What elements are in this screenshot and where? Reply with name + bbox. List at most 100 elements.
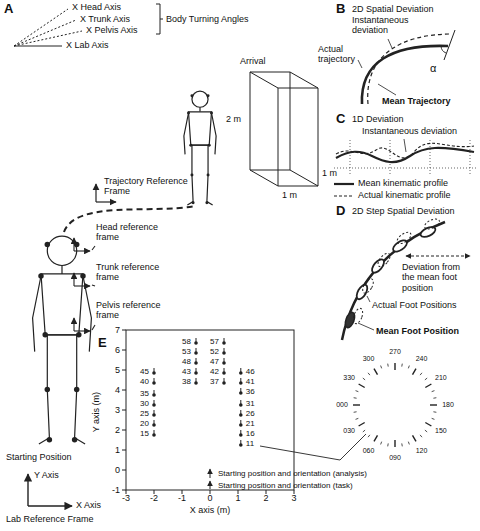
heading-label: 150	[435, 427, 447, 435]
heading-tick	[354, 411, 357, 413]
target-number: 57	[210, 337, 219, 346]
frame-label: Lab Reference Frame	[6, 514, 94, 524]
heading-label: 060	[363, 447, 375, 455]
tick-label: -3	[122, 493, 130, 503]
target-number: 15	[140, 429, 149, 438]
bracket-label: Body Turning Angles	[166, 14, 249, 24]
axis-title: X axis (m)	[190, 505, 231, 515]
heading-label: 120	[416, 447, 428, 455]
bracket	[156, 4, 163, 34]
callout-label: Actual Foot Positions	[372, 300, 457, 310]
callout-label: Deviation from the mean foot position	[402, 262, 474, 293]
target-number: 25	[140, 409, 149, 418]
heading-tick	[374, 435, 378, 441]
axis-title: Y axis (m)	[91, 392, 101, 432]
panel-title: 2D Spatial Deviation	[352, 4, 434, 14]
tick-label: -2	[150, 493, 158, 503]
target-orientation	[154, 420, 155, 425]
target-orientation	[224, 338, 225, 343]
target-orientation	[224, 378, 225, 383]
heading-tick	[356, 391, 359, 392]
target-number: 16	[246, 429, 255, 438]
tick-label: -1	[178, 493, 186, 503]
heading-tick	[413, 435, 417, 441]
heading-tick	[420, 373, 422, 375]
target-number: 42	[210, 367, 219, 376]
target-orientation	[154, 400, 155, 405]
marker-label: Starting position and orientation (analy…	[218, 469, 367, 478]
target-number: 53	[182, 347, 191, 356]
heading-tick	[356, 418, 359, 419]
frame-label: Trunk reference frame	[96, 262, 162, 283]
tick-label: -1	[112, 485, 120, 495]
axis-label: X Lab Axis	[66, 40, 109, 50]
walker-arrival	[184, 91, 216, 205]
dimension: 1 m	[322, 168, 337, 178]
tick-label: 2	[263, 493, 268, 503]
marker-label: Starting position and orientation (task)	[218, 481, 353, 490]
heading-label: 180	[442, 401, 454, 409]
position-label: Starting Position	[6, 452, 72, 462]
target-orientation	[196, 378, 197, 383]
heading-label: 090	[389, 454, 401, 462]
dimension: 2 m	[226, 114, 241, 124]
axis-label: X Pelvis Axis	[86, 25, 138, 35]
target-number: 38	[182, 377, 191, 386]
target-label: Arrival	[240, 56, 266, 66]
angle-symbol: α	[430, 62, 436, 75]
heading-tick	[394, 363, 395, 370]
heading-tick	[425, 423, 431, 427]
heading-tick	[425, 430, 427, 432]
target-number: 48	[182, 357, 191, 366]
target-number: 47	[210, 357, 219, 366]
callout-label: Instantaneous deviation	[352, 15, 418, 36]
heading-tick	[432, 391, 435, 392]
panel-letter: C	[336, 112, 345, 127]
tick-label: 2	[115, 425, 120, 435]
heading-label: 300	[363, 355, 375, 363]
heading-tick	[368, 435, 370, 437]
tick-label: 7	[115, 325, 120, 335]
callout-label: Actual trajectory	[318, 44, 360, 65]
tick-label: 1	[115, 445, 120, 455]
axis-label: Y Axis	[34, 470, 59, 480]
target-number: 20	[140, 419, 149, 428]
heading-tick	[387, 443, 389, 446]
target-orientation	[224, 368, 225, 373]
target-orientation	[196, 358, 197, 363]
target-orientation	[240, 378, 241, 383]
target-number: 31	[246, 399, 255, 408]
target-orientation	[154, 430, 155, 435]
target-number: 11	[246, 439, 254, 448]
callout-label: Mean Trajectory	[382, 96, 451, 106]
target-orientation	[240, 400, 241, 405]
callout-label: Mean Foot Position	[376, 326, 459, 336]
tick-label: 5	[115, 365, 120, 375]
target-orientation	[224, 348, 225, 353]
target-orientation	[196, 338, 197, 343]
tick-label: 0	[207, 493, 212, 503]
target-orientation	[196, 368, 197, 373]
callout-label: Mean kinematic profile	[358, 178, 448, 188]
heading-tick	[394, 440, 395, 447]
heading-tick	[354, 397, 357, 399]
target-number: 36	[246, 387, 255, 396]
target-number: 30	[140, 399, 149, 408]
callout-label: Actual kinematic profile	[358, 190, 451, 200]
heading-label: 030	[343, 427, 355, 435]
target-number: 45	[140, 367, 149, 376]
heading-tick	[425, 378, 427, 380]
target-orientation	[240, 388, 241, 393]
panel-letter: D	[336, 204, 345, 219]
axis-label: X Head Axis	[72, 2, 121, 12]
target-orientation	[154, 368, 155, 373]
target-orientation	[154, 390, 155, 395]
panel-letter: E	[98, 336, 107, 351]
heading-tick	[387, 364, 389, 367]
panel-title: 1D Deviation	[352, 114, 404, 124]
axis-label: X Trunk Axis	[80, 14, 130, 24]
heading-tick	[413, 369, 417, 375]
target-number: 43	[182, 367, 191, 376]
heading-label: 270	[389, 348, 401, 356]
frame-label: Pelvis reference frame	[96, 300, 162, 321]
